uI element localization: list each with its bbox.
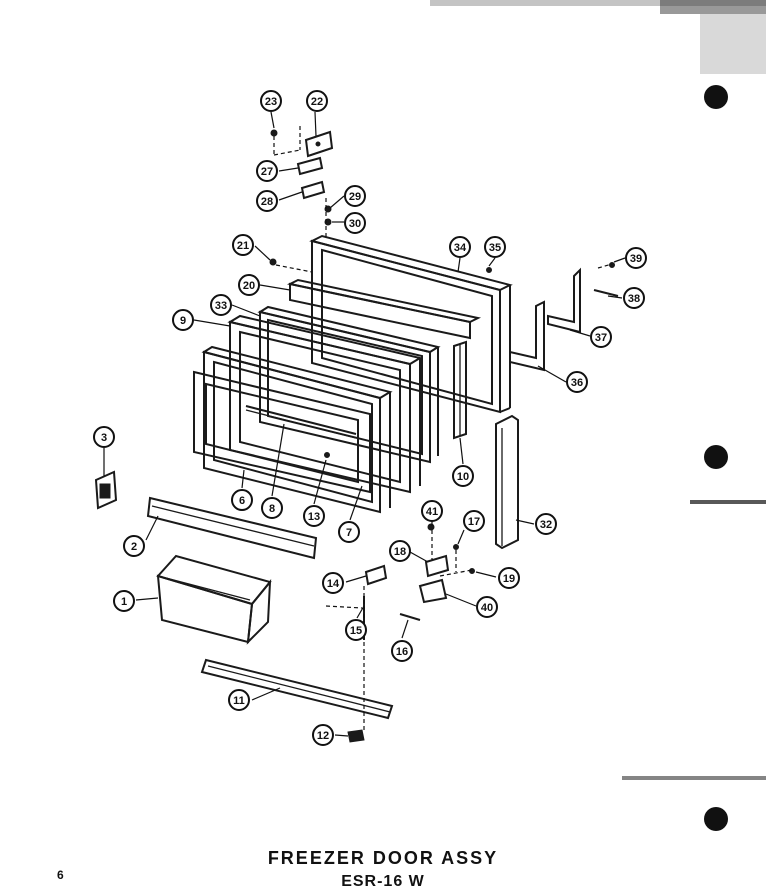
leader-lines [103, 111, 626, 737]
callout-label: 36 [571, 377, 583, 389]
callout-17: 29 [344, 185, 366, 207]
callout-38: 18 [389, 540, 411, 562]
callout-28: 37 [590, 326, 612, 348]
callout-label: 21 [237, 240, 249, 252]
scan-artifacts [430, 0, 766, 831]
callout-label: 37 [595, 332, 607, 344]
assembly-lines [273, 126, 613, 730]
callout-33: 13 [303, 505, 325, 527]
part-11-strip [286, 278, 482, 340]
callout-32: 32 [535, 513, 557, 535]
callout-label: 29 [349, 191, 361, 203]
callout-label: 23 [265, 96, 277, 108]
part-32-trim [495, 414, 519, 550]
callout-label: 17 [468, 516, 480, 528]
callout-15: 27 [256, 160, 278, 182]
part-28-bracket [547, 267, 619, 334]
part-13-hinge [304, 130, 334, 158]
part-19-rail [200, 658, 394, 720]
callout-29: 38 [623, 287, 645, 309]
callout-label: 30 [349, 218, 361, 230]
callout-label: 41 [426, 506, 438, 518]
callout-2: 2 [123, 535, 145, 557]
callout-label: 39 [630, 253, 642, 265]
callout-label: 15 [350, 625, 362, 637]
part-8-bar [245, 405, 357, 439]
callout-19: 11 [228, 689, 250, 711]
part-10-strip [453, 340, 467, 440]
callout-label: 2 [131, 541, 137, 553]
callout-label: 33 [215, 300, 227, 312]
part-22-outer-panel [309, 234, 513, 414]
callout-label: 9 [180, 315, 186, 327]
callout-label: 8 [269, 503, 275, 515]
part-7-inner-liner [193, 345, 393, 514]
callout-14: 23 [260, 90, 282, 112]
callout-9: 9 [172, 309, 194, 331]
callout-35: 15 [345, 619, 367, 641]
callout-41: 41 [421, 500, 443, 522]
callout-label: 11 [233, 695, 245, 707]
binder-hole [704, 445, 728, 469]
callout-23: 35 [484, 236, 506, 258]
callout-label: 19 [503, 573, 515, 585]
callout-36: 16 [391, 640, 413, 662]
callout-label: 3 [101, 432, 107, 444]
callout-11: 20 [238, 274, 260, 296]
callout-label: 7 [346, 527, 352, 539]
callout-39: 19 [498, 567, 520, 589]
callout-7: 7 [338, 521, 360, 543]
part-15-shim [296, 156, 324, 176]
callout-label: 40 [481, 602, 493, 614]
callout-10: 10 [452, 465, 474, 487]
diagram-title: FREEZER DOOR ASSY [267, 848, 499, 868]
callout-40: 40 [476, 596, 498, 618]
binder-hole [704, 807, 728, 831]
callout-20: 12 [312, 724, 334, 746]
callout-label: 38 [628, 293, 640, 305]
callout-label: 12 [317, 730, 329, 742]
callout-21: 33 [210, 294, 232, 316]
callout-label: 32 [540, 519, 552, 531]
part-9-gasket [227, 314, 423, 494]
part-21-frame [257, 305, 441, 464]
part-2-handle [146, 496, 318, 560]
callout-27: 36 [566, 371, 588, 393]
callout-8: 8 [261, 497, 283, 519]
callout-label: 16 [396, 646, 408, 658]
callout-label: 14 [327, 578, 340, 590]
callout-18: 30 [344, 212, 366, 234]
callout-6: 6 [231, 489, 253, 511]
binder-hole [704, 85, 728, 109]
callout-label: 27 [261, 166, 273, 178]
callout-34: 14 [322, 572, 344, 594]
callout-label: 18 [394, 546, 406, 558]
part-16-shim [300, 180, 326, 200]
callout-37: 17 [463, 510, 485, 532]
page-number: 6 [57, 868, 64, 882]
model-number: ESR-16 W [341, 873, 425, 890]
callout-1: 1 [113, 590, 135, 612]
callout-label: 13 [308, 511, 320, 523]
callout-label: 1 [121, 596, 127, 608]
callout-label: 28 [261, 196, 273, 208]
part-27-bracket [509, 300, 545, 372]
callout-label: 22 [311, 96, 323, 108]
callout-label: 10 [457, 471, 469, 483]
callout-12: 21 [232, 234, 254, 256]
part-3-latch [94, 470, 118, 510]
callout-label: 6 [239, 495, 245, 507]
callout-label: 20 [243, 280, 255, 292]
callout-22: 34 [449, 236, 471, 258]
callout-label: 34 [454, 242, 467, 254]
callout-13: 22 [306, 90, 328, 112]
callout-3: 3 [93, 426, 115, 448]
callout-16: 28 [256, 190, 278, 212]
callout-label: 35 [489, 242, 501, 254]
callout-30: 39 [625, 247, 647, 269]
part-1-bin [156, 554, 272, 645]
